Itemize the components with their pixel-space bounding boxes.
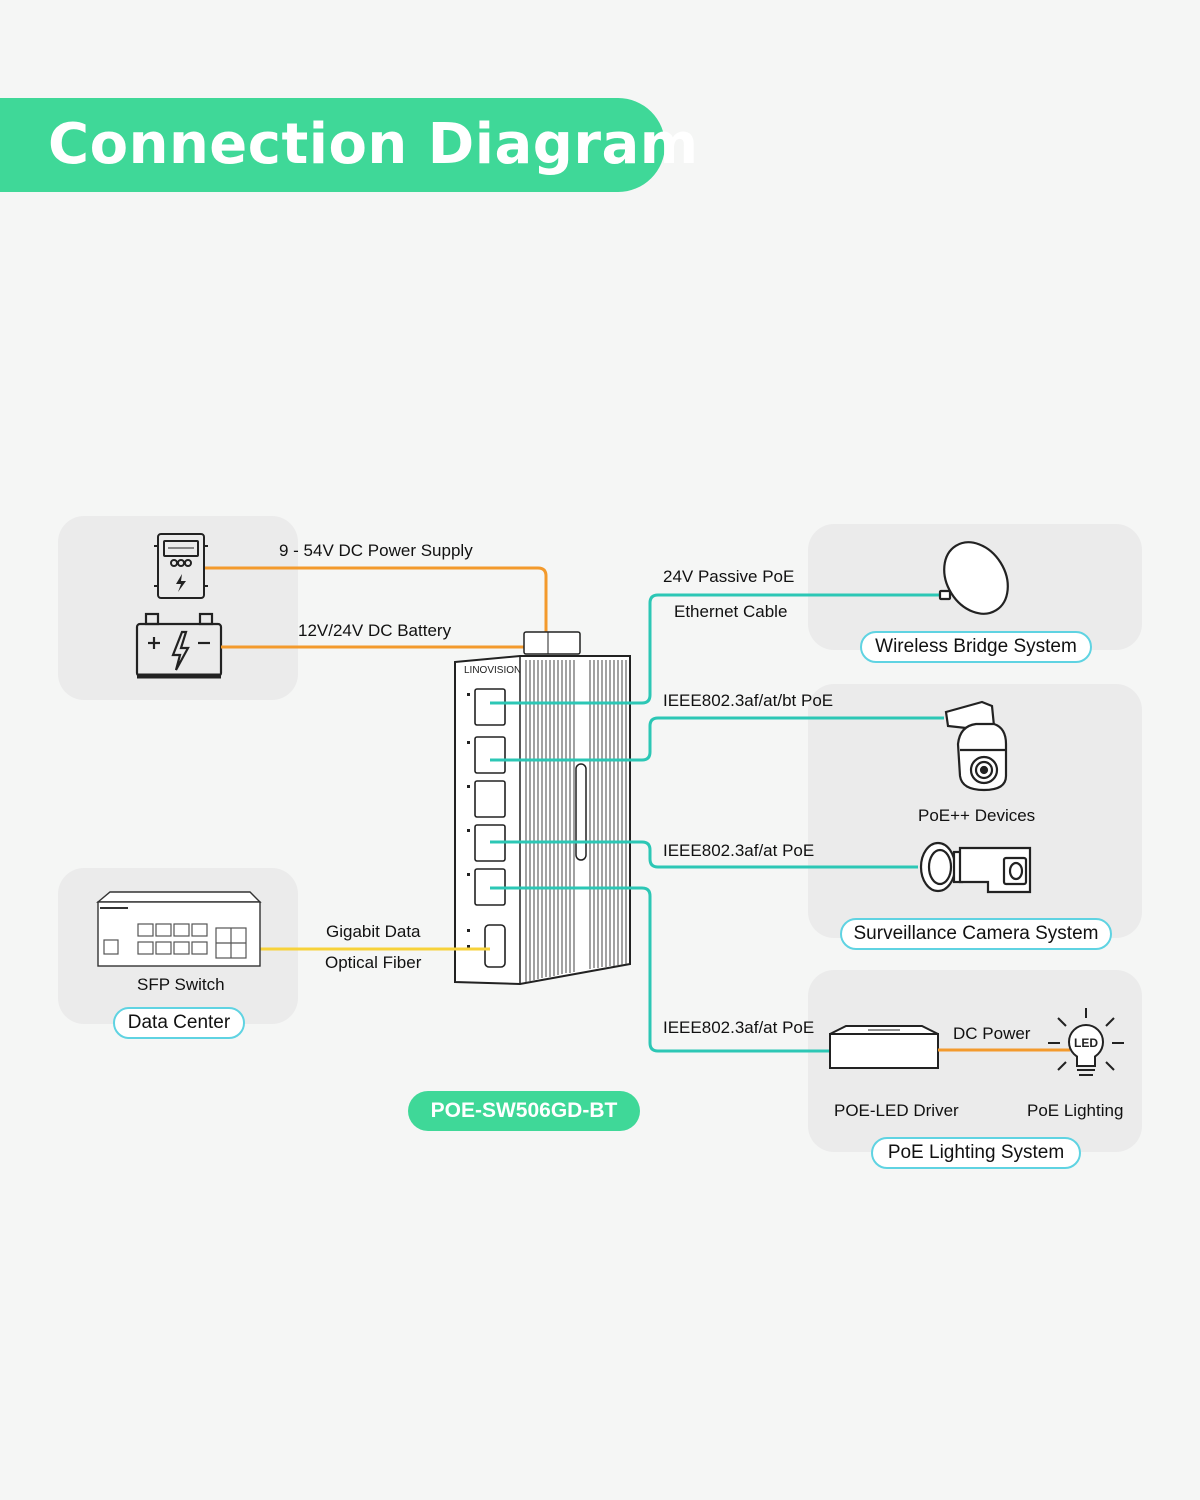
poe-lighting-badge: PoE Lighting System [871,1137,1081,1169]
model-badge: POE-SW506GD-BT [408,1091,640,1131]
poe-lighting-label: PoE Lighting [1027,1101,1124,1120]
port-2 [474,736,506,774]
led-bulb-icon: LED [1048,1008,1124,1076]
power-supply-line [205,566,548,638]
port-3 [474,780,506,818]
sfp-port [484,924,506,968]
poe-led-driver-label: POE-LED Driver [834,1101,959,1120]
heatsink-fins [525,660,627,982]
poe-led-driver-icon [829,1025,939,1069]
poe-plus-devices-label: PoE++ Devices [918,806,1036,825]
switch-brand: LINOVISION [464,665,521,676]
sfp-switch-icon [96,891,262,967]
poe-at-label: IEEE802.3af/at PoE [663,841,815,860]
lighting-poe-label: IEEE802.3af/at PoE [663,1018,815,1037]
wireless-bridge-badge: Wireless Bridge System [860,631,1092,663]
passive-poe-label: 24V Passive PoE [663,567,795,586]
title-banner: Connection Diagram [0,98,698,192]
wireless-antenna-icon [938,541,1009,615]
power-panel [58,516,298,700]
bullet-camera-icon [919,841,1032,894]
ethernet-cable-label: Ethernet Cable [674,602,788,621]
gigabit-data-label: Gigabit Data [326,922,421,941]
optical-fiber-label: Optical Fiber [325,953,422,972]
battery-icon [135,612,223,679]
dc-power-label: DC Power [953,1024,1031,1043]
ptz-camera-icon [944,700,1008,792]
battery-label: 12V/24V DC Battery [298,621,452,640]
sfp-switch-label: SFP Switch [137,975,225,994]
surveillance-badge: Surveillance Camera System [840,918,1112,950]
led-text: LED [1074,1036,1098,1050]
wireless-poe-line [490,593,944,705]
port-1 [474,688,506,726]
data-center-badge: Data Center [113,1007,245,1039]
lighting-poe-line [490,886,830,1053]
page-title: Connection Diagram [48,112,699,177]
ptz-poe-line [490,716,944,762]
poe-bt-label: IEEE802.3af/at/bt PoE [663,691,834,710]
power-supply-label: 9 - 54V DC Power Supply [279,541,473,560]
power-supply-icon [154,533,208,599]
bullet-poe-line [490,840,918,869]
poe-switch-device: LINOVISION [454,631,631,986]
